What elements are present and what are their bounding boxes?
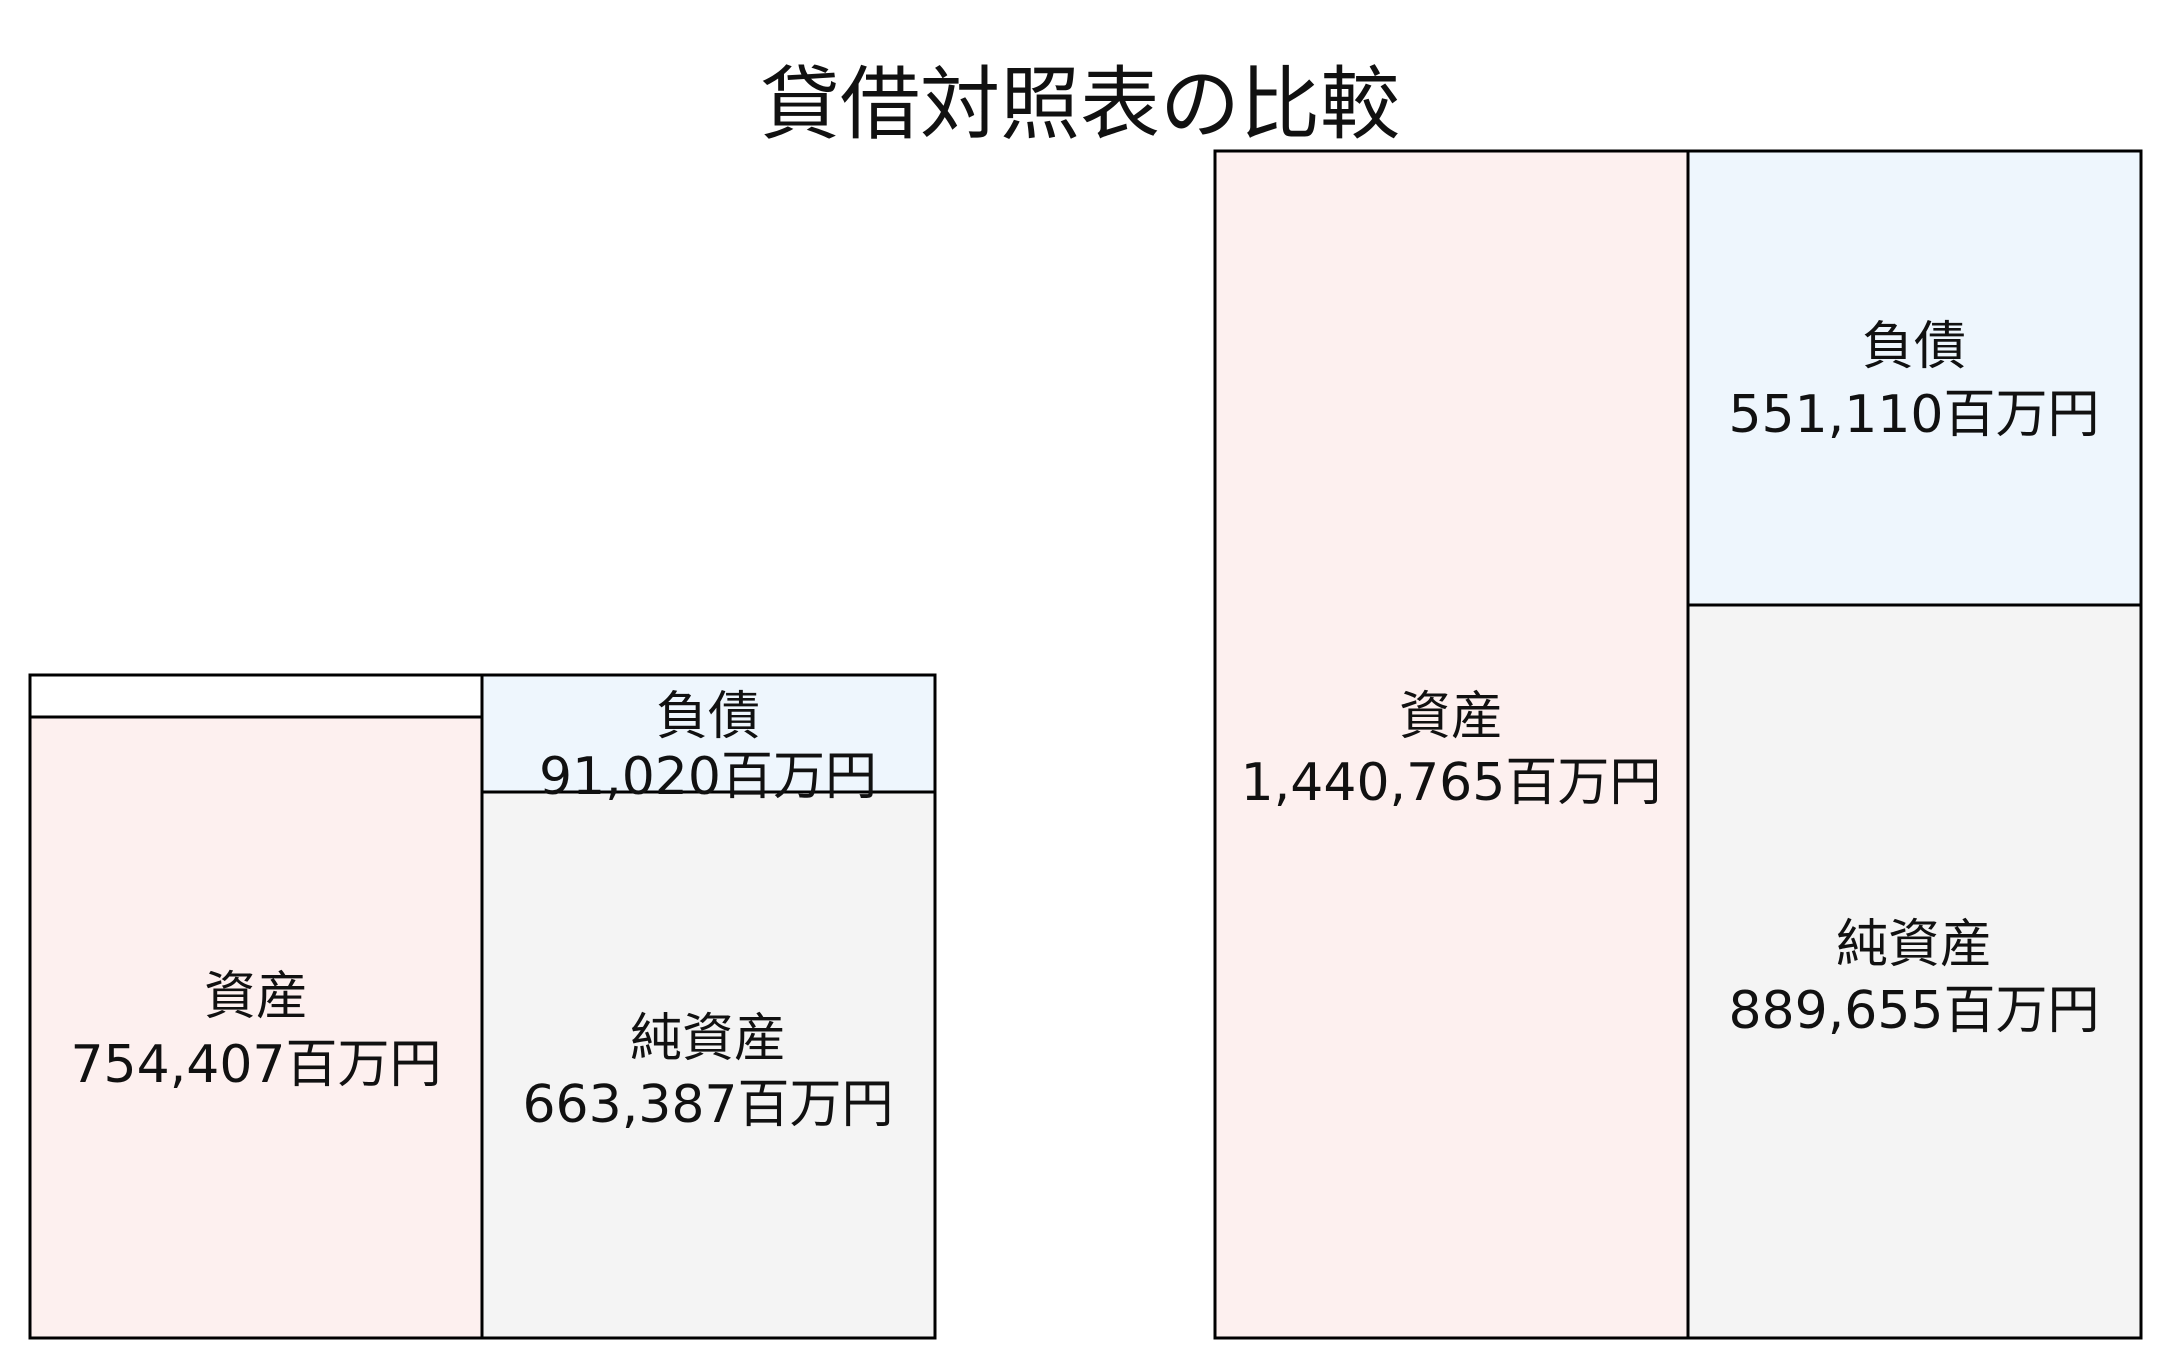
- liabilities-value: 551,110百万円: [1728, 385, 2099, 445]
- assets-box: [1213, 149, 1690, 1340]
- assets-label: 資産: [1399, 687, 1503, 747]
- liabilities-label: 負債: [656, 687, 760, 747]
- net-assets-value: 889,655百万円: [1728, 981, 2099, 1041]
- assets-label: 資産: [204, 967, 308, 1027]
- liabilities-label: 負債: [1862, 317, 1966, 377]
- liabilities-value: 91,020百万円: [539, 747, 877, 807]
- assets-value: 1,440,765百万円: [1241, 753, 1662, 813]
- net-assets-label: 純資産: [630, 1009, 786, 1069]
- net-assets-box: [1686, 603, 2143, 1340]
- liabilities-box: [480, 673, 937, 794]
- liabilities-box: [1686, 149, 2143, 607]
- diagram-title: 貸借対照表の比較: [760, 58, 1400, 151]
- assets-value: 754,407百万円: [70, 1035, 441, 1095]
- net-assets-value: 663,387百万円: [522, 1075, 893, 1135]
- assets-box: [28, 715, 484, 1340]
- empty-gap-box: [28, 673, 484, 719]
- balance-sheet-left: 資産 754,407百万円 負債 91,020百万円 純資産 663,387百万…: [28, 673, 937, 1340]
- net-assets-box: [480, 790, 937, 1340]
- net-assets-label: 純資産: [1836, 915, 1992, 975]
- balance-sheet-right: 資産 1,440,765百万円 負債 551,110百万円 純資産 889,65…: [1213, 149, 2143, 1340]
